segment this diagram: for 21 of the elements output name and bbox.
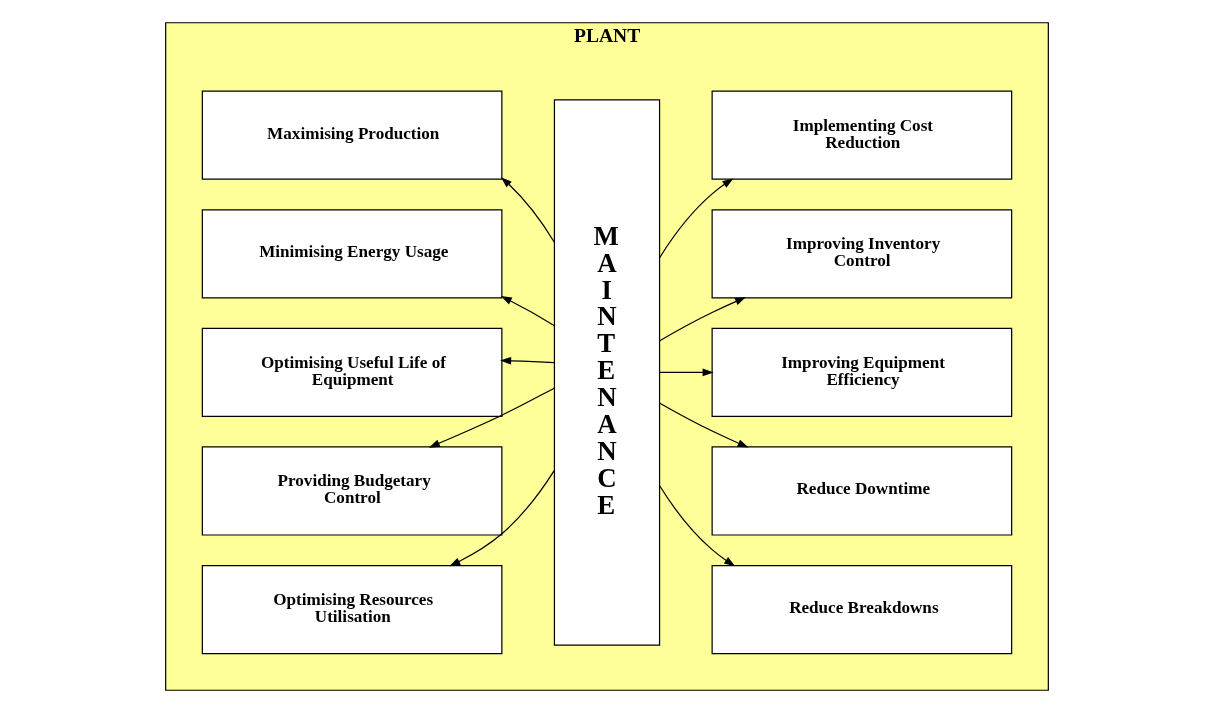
- node-box: Optimising Useful Life of Equipment: [201, 327, 503, 417]
- node-box: Implementing Cost Reduction: [711, 90, 1013, 180]
- node-box: Improving Inventory Control: [711, 209, 1013, 299]
- arrow: [500, 356, 555, 365]
- node-box: Improving Equipment Efficiency: [711, 327, 1013, 417]
- arrow: [659, 297, 747, 342]
- node-box: MAINTENANCE: [553, 99, 661, 646]
- node-box: Reduce Breakdowns: [711, 564, 1013, 655]
- node-box: Maximising Production: [201, 90, 503, 180]
- node-box: Reduce Downtime: [711, 446, 1013, 536]
- node-box: Providing Budgetary Control: [201, 446, 503, 536]
- node-box: Minimising Energy Usage: [201, 209, 503, 299]
- arrow: [500, 296, 555, 327]
- arrow: [659, 485, 736, 567]
- arrow: [659, 368, 714, 377]
- node-box: Optimising Resources Utilisation: [201, 564, 503, 655]
- arrow: [659, 178, 734, 259]
- arrow: [500, 177, 555, 243]
- arrow: [659, 402, 749, 448]
- arrow: [428, 387, 555, 448]
- arrow: [449, 469, 555, 567]
